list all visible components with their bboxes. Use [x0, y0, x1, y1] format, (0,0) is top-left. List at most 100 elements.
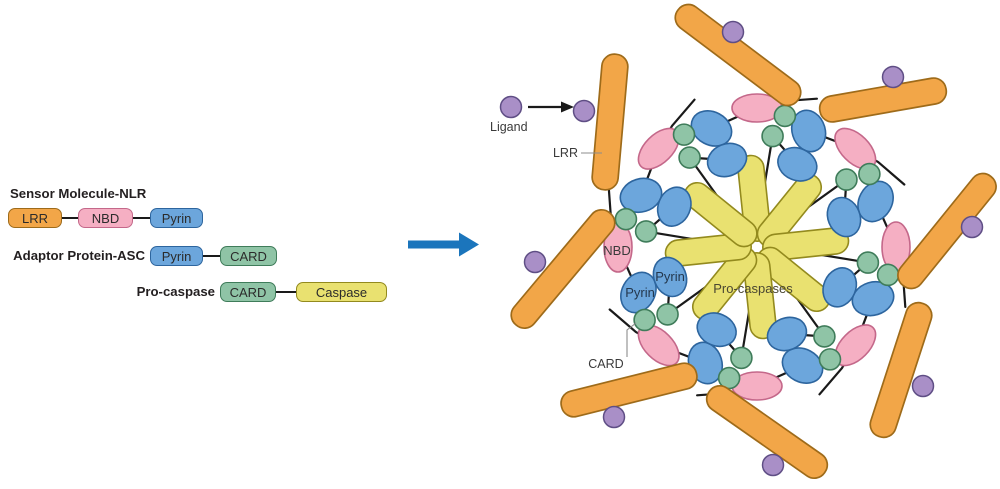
ligand-circle: [761, 453, 785, 477]
lrr-rods: [510, 3, 997, 480]
nbd-label: NBD: [603, 243, 630, 258]
card-caspase-circle: [678, 146, 701, 169]
legend-box-nbd-label: NBD: [91, 210, 120, 226]
card-caspase-circle: [634, 220, 658, 243]
ligand-circle: [911, 374, 935, 398]
pyrin-sensor-ellipse: [777, 146, 818, 182]
pro-caspase-rod: [756, 246, 831, 313]
lrr-rod: [897, 172, 997, 290]
ligand-circle: [881, 65, 905, 89]
legend-connector: [276, 291, 296, 294]
pyrin-sensor-ellipse: [652, 256, 688, 298]
card-asc-circle: [633, 308, 656, 332]
card-asc-circle: [773, 104, 797, 128]
card-asc-circle: [672, 123, 696, 146]
legend-connector: [62, 217, 78, 220]
legend-box-caspase: Caspase: [296, 282, 387, 302]
assembly-arrow: [408, 232, 479, 257]
legend-box-pyrin-label: Pyrin: [161, 210, 192, 226]
legend-box-pyrin-sensor: Pyrin: [150, 208, 203, 228]
ligands: [499, 20, 984, 477]
pro-caspase-rod: [742, 252, 777, 340]
pro-caspase-rod-group: [742, 252, 777, 340]
ligand-circle: [572, 99, 596, 123]
card-caspase-circle: [761, 124, 784, 148]
pro-caspase-pinwheel: [664, 154, 850, 340]
legend-connector: [203, 255, 220, 258]
lrr-label: LRR: [553, 146, 578, 160]
pyrin-asc-ellipse: [619, 177, 663, 214]
legend-box-pyrin-label: Pyrin: [161, 248, 192, 264]
pro-caspase-rod-group: [762, 227, 850, 262]
card-leader-line: [626, 322, 637, 357]
pyrin-sensor-ellipse: [696, 312, 737, 348]
card-caspase-circle: [856, 251, 880, 274]
ligand-circle: [721, 20, 745, 44]
lrr-rod: [510, 208, 616, 330]
pyrin-sensor-ellipse: [766, 316, 808, 352]
pyrin-sensor-label: Pyrin: [625, 285, 655, 300]
legend-box-card-asc: CARD: [220, 246, 277, 266]
legend-title-adaptor-asc: Adaptor Protein-ASC: [13, 248, 145, 263]
pro-caspase-rod: [664, 232, 752, 267]
ligand-circle: [523, 250, 547, 274]
legend-box-lrr-label: LRR: [21, 210, 48, 226]
legend-connector: [133, 217, 150, 220]
legend-title-pro-caspase: Pro-caspase: [136, 284, 215, 299]
card-asc-circle: [876, 263, 900, 287]
legend-box-caspase-label: Caspase: [315, 284, 368, 300]
lrr-rod: [818, 77, 948, 123]
pro-caspases-label: Pro-caspases: [713, 281, 793, 296]
pro-caspase-rod: [762, 227, 850, 262]
card-domains: [614, 104, 900, 390]
pyrin-asc-ellipse: [857, 180, 894, 223]
pro-caspase-rod: [683, 181, 758, 248]
pyrin-domains: [619, 109, 895, 385]
ligand-label: Ligand: [490, 120, 528, 134]
pro-caspase-rod-group: [756, 246, 831, 313]
ligand-circle: [602, 405, 626, 429]
ligand-circle: [960, 215, 984, 239]
pyrin-asc-ellipse: [851, 280, 895, 317]
card-caspase-circle: [730, 346, 753, 370]
legend-box-lrr: LRR: [8, 208, 62, 228]
pro-caspase-rod-group: [691, 246, 758, 321]
lrr-rod: [674, 3, 802, 107]
card-asc-circle: [818, 348, 842, 371]
pyrin-asc-label: Pyrin: [655, 269, 685, 284]
pyrin-asc-ellipse: [790, 109, 827, 153]
legend-box-card-caspase: CARD: [220, 282, 276, 302]
card-caspase-circle: [813, 325, 836, 348]
pyrin-sensor-ellipse: [656, 186, 692, 227]
lrr-rod: [560, 362, 698, 418]
lrr-rod: [869, 301, 933, 439]
lrr-rod: [705, 384, 829, 480]
pyrin-asc-ellipse: [781, 347, 824, 384]
card-caspase-circle: [835, 168, 858, 191]
legend-box-nbd: NBD: [78, 208, 133, 228]
card-asc-circle: [614, 207, 638, 231]
card-asc-circle: [717, 366, 741, 390]
pyrin-sensor-ellipse: [822, 267, 858, 308]
legend-box-card-label: CARD: [230, 248, 267, 264]
card-asc-circle: [858, 162, 881, 186]
legend-box-pyrin-asc: Pyrin: [150, 246, 203, 266]
legend-title-sensor-nlr: Sensor Molecule-NLR: [10, 186, 147, 201]
pyrin-asc-ellipse: [690, 110, 733, 147]
pro-caspase-rod-group: [683, 181, 758, 248]
card-label: CARD: [588, 357, 623, 371]
pro-caspase-rod: [691, 246, 758, 321]
pro-caspase-rod: [756, 173, 823, 248]
lrr-rod: [591, 53, 629, 191]
pro-caspase-rod-group: [664, 232, 752, 267]
pyrin-asc-ellipse: [620, 271, 657, 314]
pyrin-sensor-ellipse: [826, 196, 862, 238]
nbd-domains: [603, 93, 911, 401]
pro-caspase-rod-group: [756, 173, 823, 248]
ligand-arrow-head: [561, 101, 574, 113]
card-caspase-circle: [656, 303, 679, 326]
free-ligand-circle: [499, 95, 523, 119]
legend-box-card-label: CARD: [229, 284, 267, 300]
